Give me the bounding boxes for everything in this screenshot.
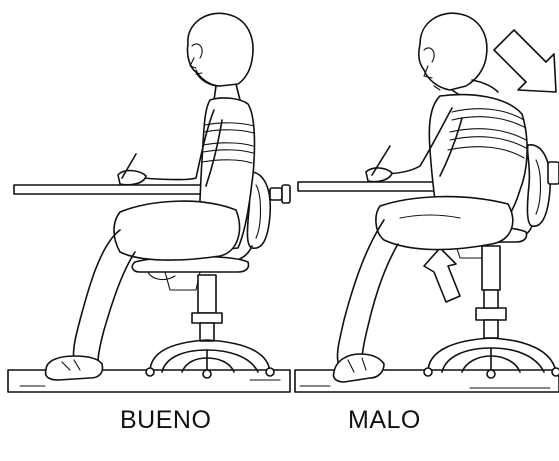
label-bad: MALO — [348, 405, 421, 435]
good-person — [46, 13, 255, 380]
good-posture-figure — [8, 13, 290, 392]
hip-warning-arrow — [424, 248, 460, 302]
neck-warning-arrow — [494, 30, 556, 92]
bad-posture-figure — [295, 13, 559, 392]
label-good: BUENO — [120, 405, 211, 435]
